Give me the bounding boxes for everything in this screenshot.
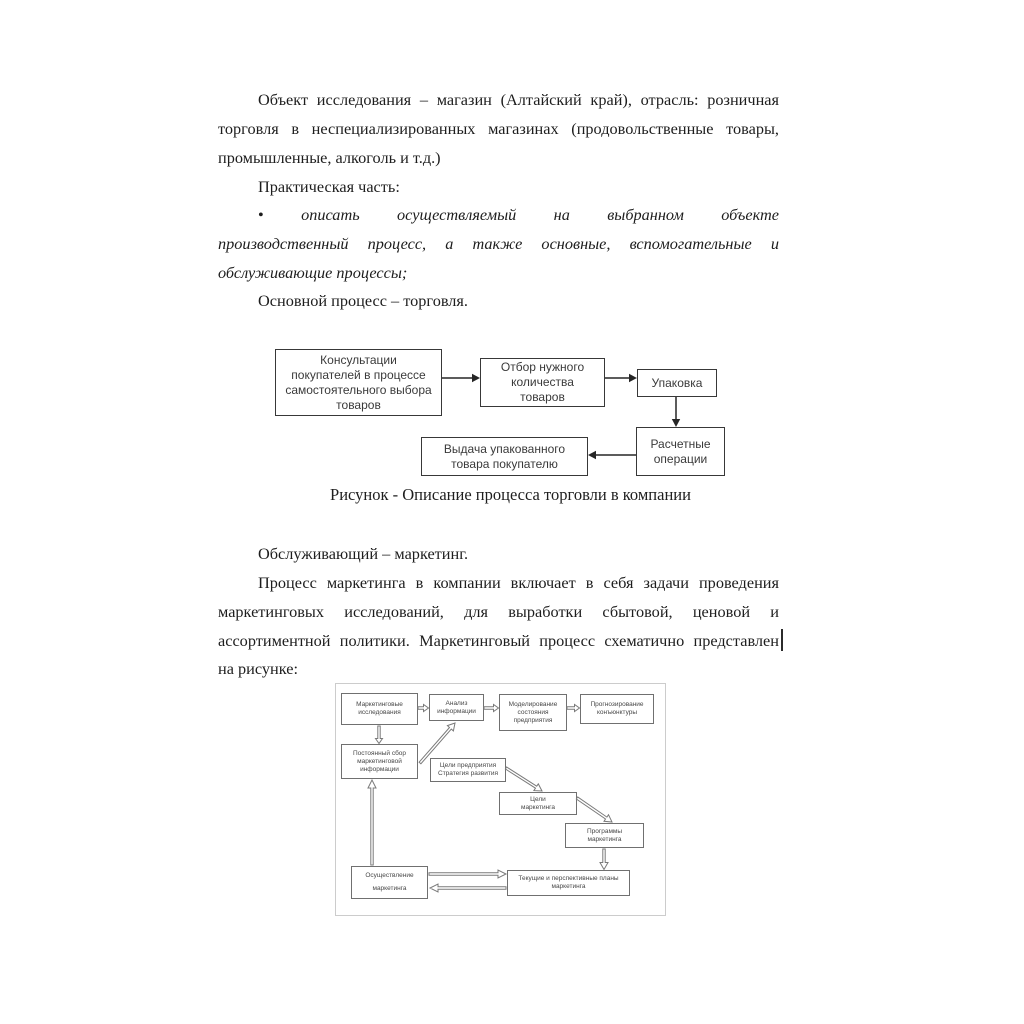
flow2-box-line: Маркетинговые [356, 701, 403, 708]
flow2-box-line: Текущие и перспективные планы [518, 875, 619, 882]
flow1-box-line: Консультации [320, 352, 397, 367]
doc-text-line[interactable]: на рисунке: [218, 659, 298, 678]
flow2-box-marketing-goals[interactable]: Цели маркетинга [499, 792, 577, 815]
flow2-box-information-analysis[interactable]: Анализ информации [429, 694, 484, 721]
flow1-box-line: товаров [336, 397, 381, 412]
doc-text-line[interactable]: торговля в неспециализированных магазина… [218, 119, 779, 138]
flow1-box-checkout[interactable]: Расчетные операции [636, 427, 725, 476]
flow2-box-marketing-implementation[interactable]: Осуществление маркетинга [351, 866, 428, 899]
doc-text-line[interactable]: Процесс маркетинга в компании включает в… [258, 573, 779, 592]
flow2-box-line: Цели предприятия [439, 762, 497, 769]
flow2-box-line: маркетинга [551, 883, 586, 890]
doc-bullet-line[interactable]: • описать осуществляемый на выбранном об… [258, 204, 779, 226]
flow1-box-line: Упаковка [651, 375, 703, 390]
bullet-marker: • [258, 205, 264, 224]
flow1-box-line: товара покупателю [451, 456, 558, 471]
flow1-box-line: Расчетные [650, 436, 711, 451]
flow1-box-line: Отбор нужного [500, 360, 585, 374]
doc-text-line[interactable]: Обслуживающий – маркетинг. [258, 544, 469, 563]
flow2-box-data-collection[interactable]: Постоянный сбор маркетинговой информации [341, 744, 418, 779]
text-cursor [781, 629, 783, 651]
flow1-box-line: самостоятельного выбора [285, 382, 432, 397]
doc-text-line[interactable]: производственный процесс, а также основн… [218, 234, 779, 253]
flow2-box-line: Стратегия развития [438, 770, 498, 777]
doc-text-line[interactable]: Основной процесс – торговля. [258, 291, 468, 310]
flow1-box-line: покупателей в процессе [291, 367, 426, 382]
figure1-caption[interactable]: Рисунок - Описание процесса торговли в к… [330, 485, 691, 504]
doc-text-line[interactable]: Объект исследования – магазин (Алтайский… [258, 90, 779, 109]
bullet-text: описать осуществляемый на выбранном объе… [301, 205, 779, 224]
flow2-box-line: маркетинга [520, 803, 556, 811]
flow2-box-line: маркетинга [587, 835, 622, 843]
flow1-box-line: товаров [520, 390, 565, 404]
flow1-box-selection[interactable]: Отбор нужного количества товаров [480, 358, 605, 407]
flow2-box-marketing-programs[interactable]: Программы маркетинга [565, 823, 644, 848]
flow2-box-line: Постоянный сбор [352, 749, 407, 757]
flow2-box-line: Прогнозирование [590, 701, 644, 708]
flow1-box-line: операции [653, 451, 708, 466]
flow2-box-enterprise-goals[interactable]: Цели предприятия Стратегия развития [430, 758, 506, 782]
flow2-box-line: состояния [517, 708, 549, 716]
doc-text-line[interactable]: маркетинговых исследований, для выработк… [218, 602, 779, 621]
flow2-box-line: маркетинга [372, 885, 407, 892]
flow2-box-line: конъюнктуры [596, 709, 638, 716]
flow1-box-line: Выдача упакованного [443, 441, 566, 456]
flow2-box-line: Анализ [445, 699, 468, 707]
flow1-box-line: количества [511, 375, 574, 389]
flow2-box-line: маркетинговой [357, 757, 402, 765]
flow2-box-line: исследования [358, 709, 401, 716]
flow2-box-line: Осуществление [365, 872, 414, 879]
doc-text-line[interactable]: обслуживающие процессы; [218, 263, 408, 282]
doc-text-line[interactable]: Практическая часть: [258, 177, 400, 196]
flow1-box-packing[interactable]: Упаковка [637, 369, 717, 397]
doc-text-line[interactable]: промышленные, алкоголь и т.д.) [218, 148, 441, 167]
flow2-box-line: Программы [586, 827, 623, 835]
flow2-box-line: предприятия [513, 716, 553, 724]
doc-text-line[interactable]: ассортиментной политики. Маркетинговый п… [218, 631, 779, 650]
flow2-box-line: Цели [530, 795, 546, 803]
flow1-box-consultation[interactable]: Консультации покупателей в процессе само… [275, 349, 442, 416]
flow2-box-marketing-plans[interactable]: Текущие и перспективные планы маркетинга [507, 870, 630, 896]
flow2-box-line: информации [360, 765, 399, 773]
flow2-box-market-research[interactable]: Маркетинговые исследования [341, 693, 418, 725]
flow1-box-handover[interactable]: Выдача упакованного товара покупателю [421, 437, 588, 476]
flow2-box-forecasting[interactable]: Прогнозирование конъюнктуры [580, 694, 654, 724]
flow2-box-line: информации [437, 707, 476, 715]
flow2-box-line: Моделирование [508, 700, 558, 708]
flow2-box-state-modeling[interactable]: Моделирование состояния предприятия [499, 694, 567, 731]
